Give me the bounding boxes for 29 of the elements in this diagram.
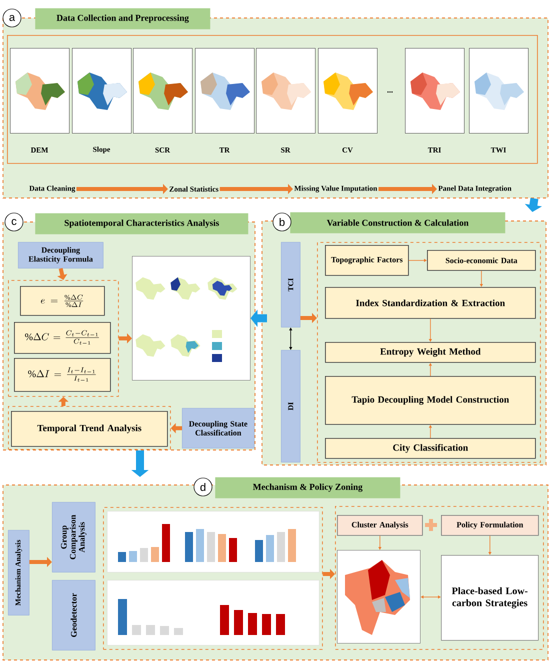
dashed-box	[103, 507, 323, 650]
formula-box: $\%\Delta C=\frac{C_t-C_{t-1}}{C_{t-1}}$	[14, 322, 111, 354]
ellipsis: ...	[387, 91, 393, 93]
arrow	[420, 595, 441, 599]
frame-box	[7, 35, 538, 164]
dashed-box	[317, 242, 541, 463]
process-box: Temporal Trend Analysis	[11, 411, 168, 447]
formula-box: $\%\Delta I=\frac{I_t-I_{t-1}}{I_{t-1}}$	[14, 358, 111, 392]
result-box: Place-based Low-carbon Strategies	[441, 555, 539, 641]
dashed-box	[335, 506, 544, 650]
arrow	[408, 258, 427, 262]
method-box: Decoupling State Classification	[182, 408, 254, 448]
method-box: Group Comparison Analysis	[52, 502, 96, 572]
process-box: City Classification	[325, 438, 536, 459]
formula-box: $e=\frac{\%\Delta C}{\%\Delta I}$	[20, 286, 105, 316]
process-box: Cluster Analysis	[337, 515, 423, 536]
picture	[132, 256, 250, 380]
process-box: Policy Formulation	[441, 515, 539, 536]
process-box: Tapio Decoupling Model Construction	[325, 376, 536, 425]
process-box: Entropy Weight Method	[325, 342, 536, 363]
process-box: Index Standardization & Extraction	[325, 287, 536, 319]
dashed-box	[8, 280, 119, 397]
picture	[337, 550, 420, 644]
method-box: Geodetector	[52, 580, 96, 650]
picture	[107, 580, 320, 646]
method-box: Decoupling Elasticity Formula	[18, 242, 104, 268]
process-box: Socio-economic Data	[427, 250, 536, 271]
process-box: Topographic Factors	[325, 245, 409, 276]
picture	[107, 511, 320, 572]
